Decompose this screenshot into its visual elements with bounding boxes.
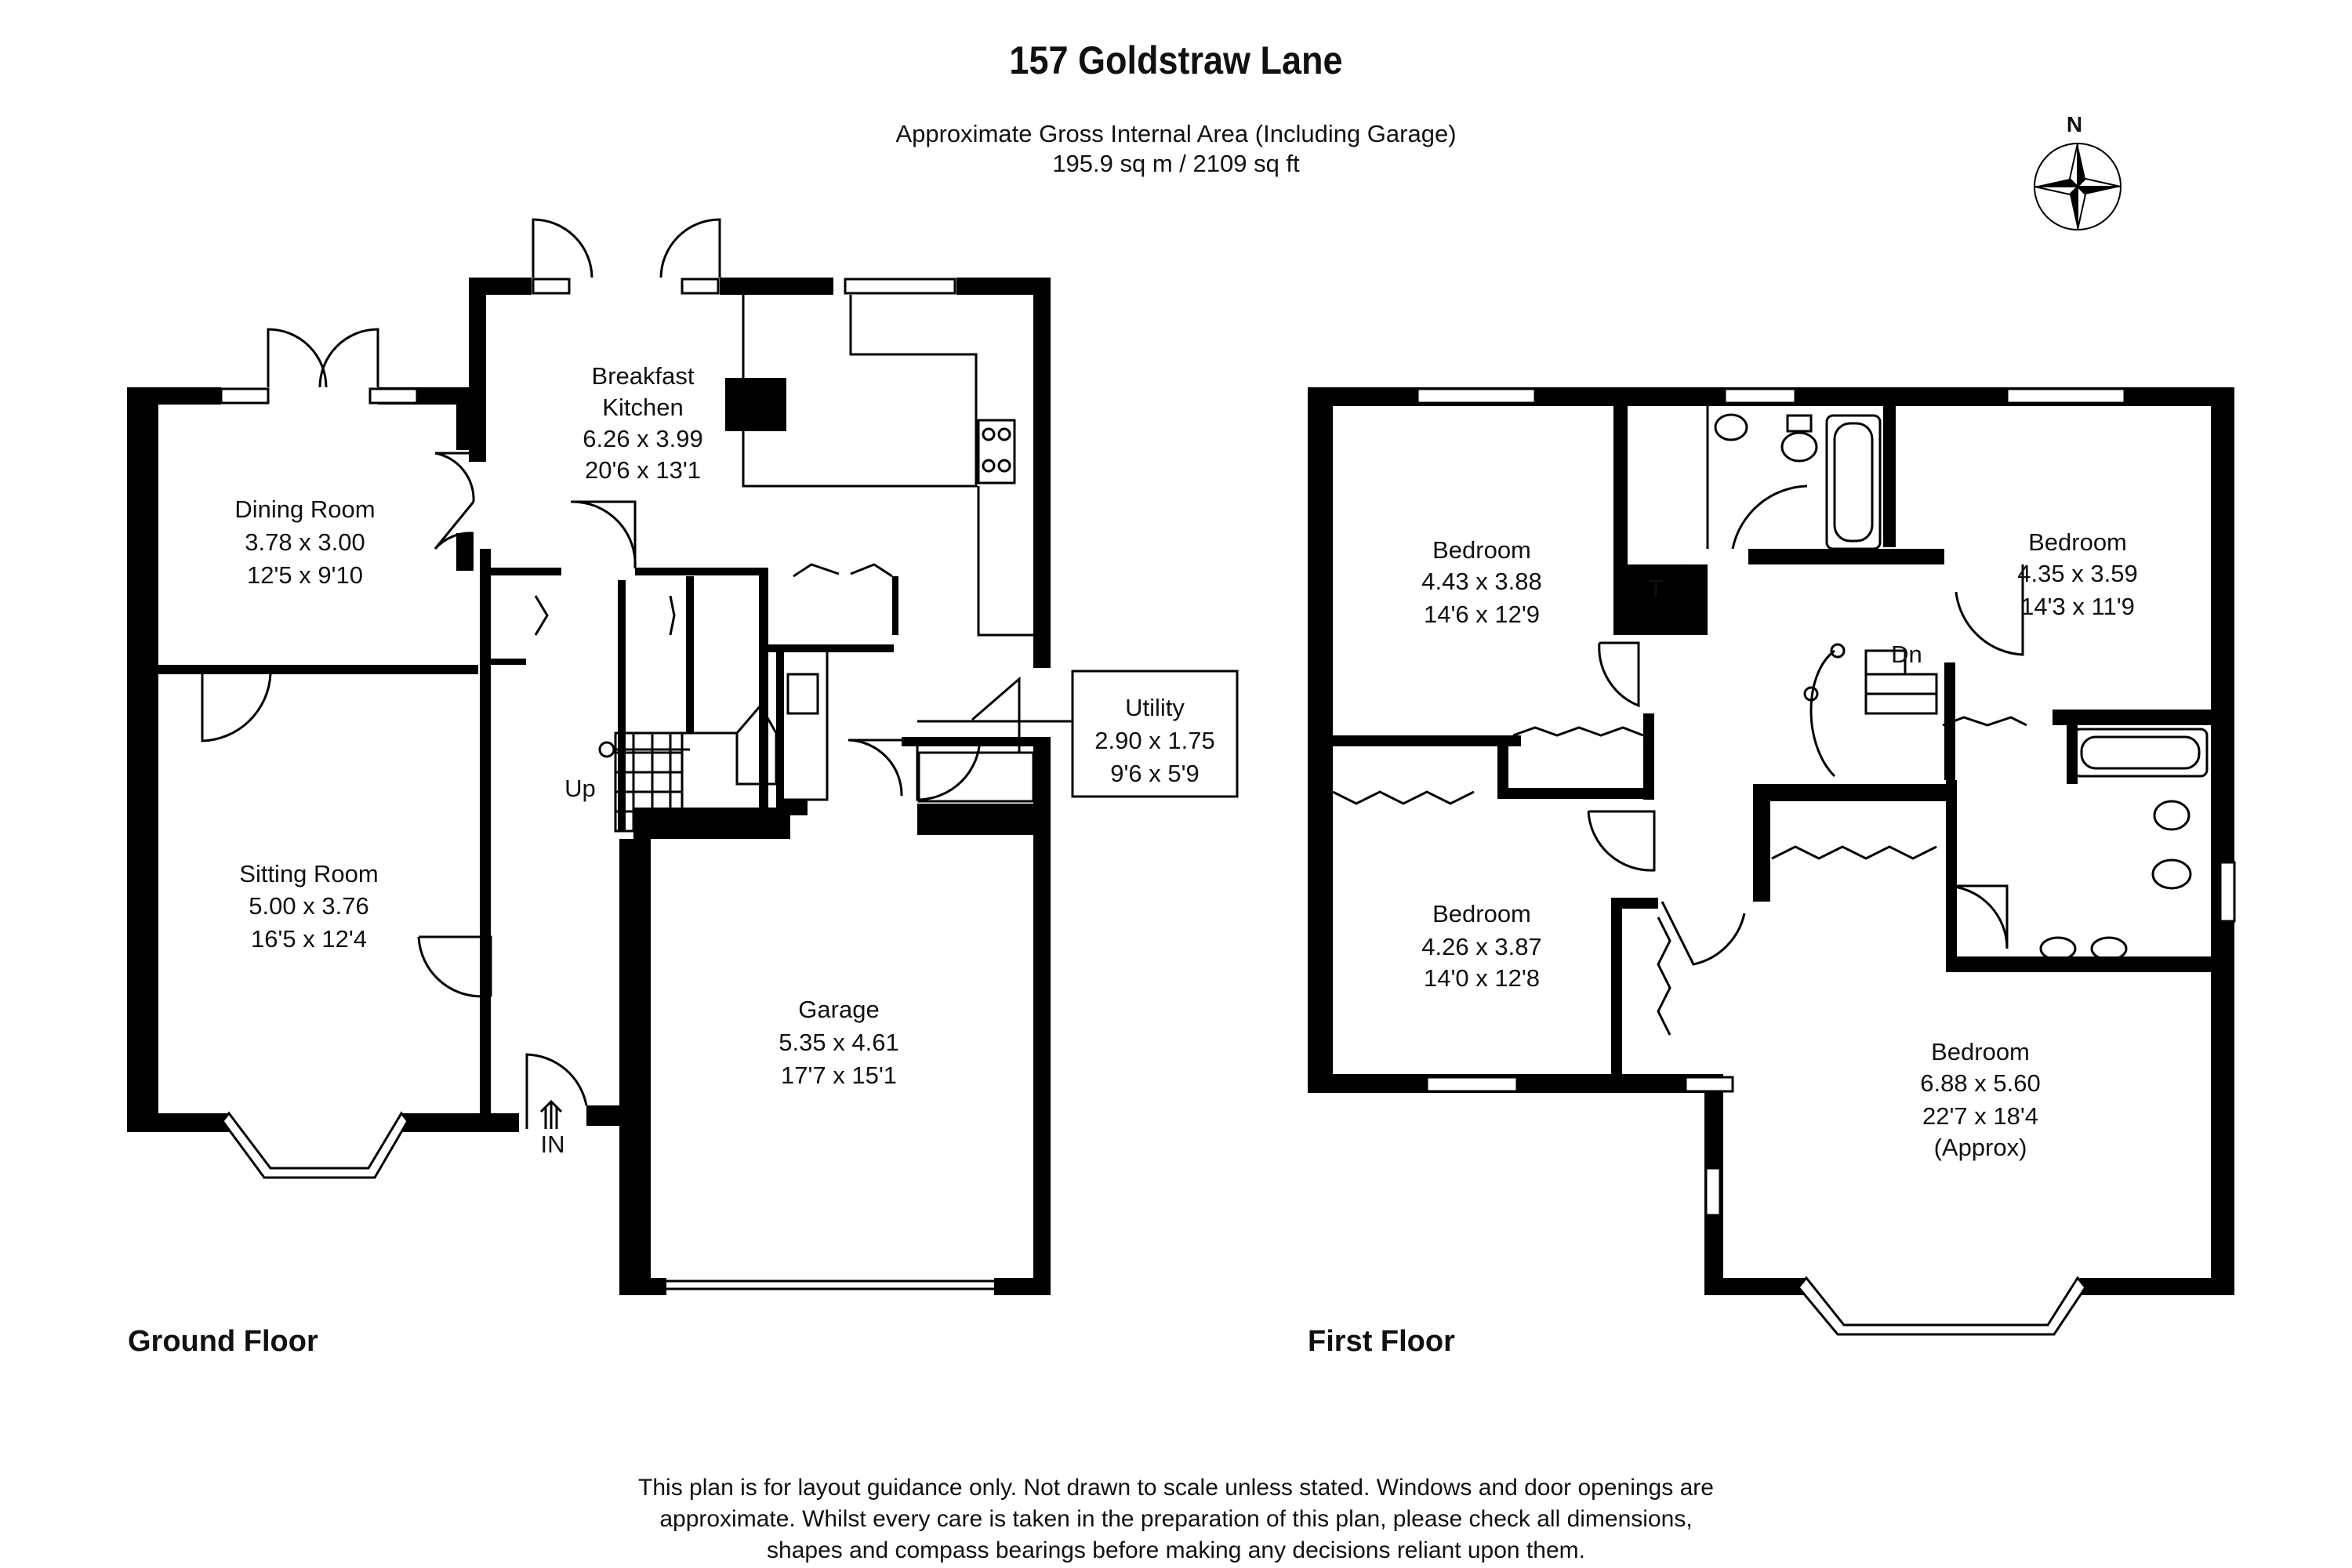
stair-up-label: Up [564,775,596,802]
room-size-metric-bedroom-4: 6.88 x 5.60 [1920,1069,2040,1097]
room-name-garage: Garage [798,996,879,1023]
first-floor-labels: Bedroom 4.43 x 3.88 14'6 x 12'9 Bedroom … [1421,528,2137,1161]
room-name-breakfast-kitchen-2: Kitchen [602,394,683,421]
ground-floor-walls [127,278,1051,1295]
room-size-imperial-breakfast-kitchen: 20'6 x 13'1 [585,456,701,484]
room-size-imperial-bedroom-4: 22'7 x 18'4 [1922,1102,2038,1130]
disclaimer-line-3: shapes and compass bearings before makin… [767,1537,1585,1563]
ground-floor-labels: Breakfast Kitchen 6.26 x 3.99 20'6 x 13'… [234,362,1239,1158]
ground-floor-fittings [201,218,1035,1129]
room-size-metric-utility: 2.90 x 1.75 [1094,727,1214,754]
utility-label-box [1071,670,1239,798]
disclaimer-line-2: approximate. Whilst every care is taken … [659,1506,1693,1532]
ground-floor-windows [220,278,994,1290]
area-line-1: Approximate Gross Internal Area (Includi… [895,120,1457,147]
disclaimer-line-1: This plan is for layout guidance only. N… [638,1475,1714,1501]
first-floor-fittings: T [1332,406,2209,1036]
room-size-metric-sitting-room: 5.00 x 3.76 [249,892,368,920]
first-floor-label: First Floor [1308,1325,1455,1358]
room-name-dining-room: Dining Room [234,495,375,523]
room-size-metric-bedroom-3: 4.26 x 3.87 [1421,933,1541,960]
room-size-imperial-dining-room: 12'5 x 9'10 [247,561,363,589]
stair-down-label: Dn [1891,641,1922,668]
entrance-label: IN [541,1131,565,1158]
plan-title: 157 Goldstraw Lane [1009,38,1343,82]
room-size-imperial-bedroom-1: 14'6 x 12'9 [1424,601,1540,628]
room-name-bedroom-2: Bedroom [2028,528,2127,556]
room-size-note-bedroom-4: (Approx) [1934,1134,2027,1161]
room-size-metric-bedroom-1: 4.43 x 3.88 [1421,568,1541,595]
room-name-sitting-room: Sitting Room [239,860,378,887]
room-size-metric-breakfast-kitchen: 6.26 x 3.99 [583,425,702,452]
room-size-imperial-garage: 17'7 x 15'1 [781,1062,897,1089]
room-size-imperial-sitting-room: 16'5 x 12'4 [251,925,367,953]
area-line-2: 195.9 sq m / 2109 sq ft [1052,150,1300,177]
room-size-imperial-bedroom-3: 14'0 x 12'8 [1424,964,1540,992]
first-floor-walls [1308,387,2234,1295]
room-size-metric-garage: 5.35 x 4.61 [779,1029,898,1056]
area-summary: Approximate Gross Internal Area (Includi… [0,119,2352,179]
room-size-imperial-utility: 9'6 x 5'9 [1110,760,1200,787]
room-size-imperial-bedroom-2: 14'3 x 11'9 [2020,593,2135,620]
first-floor-windows [1416,387,2236,1336]
room-name-breakfast-kitchen: Breakfast [592,362,695,390]
room-name-bedroom-1: Bedroom [1432,536,1531,564]
room-name-utility: Utility [1125,694,1185,721]
room-size-metric-bedroom-2: 4.35 x 3.59 [2017,560,2137,587]
ground-floor-label: Ground Floor [128,1325,318,1358]
compass-rose-icon: N [2034,112,2122,230]
room-size-metric-dining-room: 3.78 x 3.00 [245,528,365,556]
room-name-bedroom-4: Bedroom [1931,1038,2030,1065]
north-label: N [2067,112,2082,136]
cylinder-label: T [1649,575,1664,602]
disclaimer: This plan is for layout guidance only. N… [0,1472,2352,1566]
room-name-bedroom-3: Bedroom [1432,900,1531,927]
